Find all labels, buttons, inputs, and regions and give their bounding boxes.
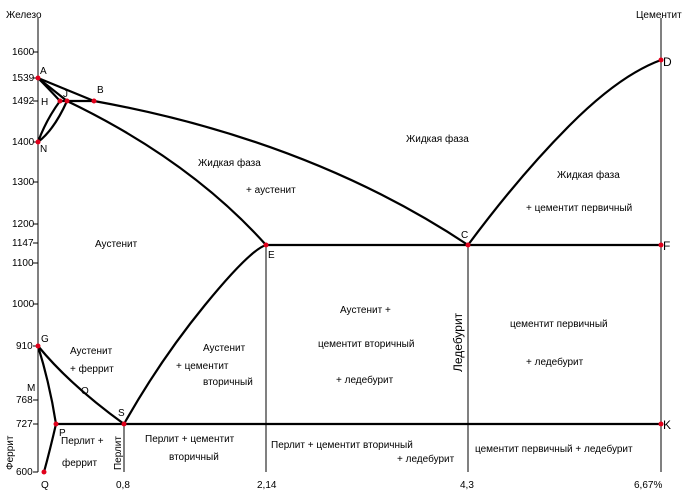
x-tick-label-6-67: 6,67% xyxy=(634,480,662,491)
region-labels: Жидкая фаза Жидкая фаза + аустенит Жидка… xyxy=(5,133,633,470)
point-f-label: F xyxy=(663,239,670,253)
region-pearlite-cem2-ledeburite-2: + ледебурит xyxy=(397,453,455,465)
y-tick-label-1400: 1400 xyxy=(12,137,35,148)
point-j-marker xyxy=(64,98,70,104)
y-tick-label-1000: 1000 xyxy=(12,299,35,310)
region-austenite-cementite2-1: Аустенит xyxy=(203,343,246,354)
line-pq xyxy=(42,423,58,473)
point-a-marker xyxy=(35,75,41,81)
y-tick-label-1200: 1200 xyxy=(12,219,35,230)
line-bc xyxy=(93,99,469,246)
line-ab xyxy=(37,76,95,103)
point-s-label: S xyxy=(118,408,125,419)
x-tick-label-4-3: 4,3 xyxy=(460,480,474,491)
line-gs xyxy=(37,345,125,425)
region-cem1-ledeburite-low: цементит первичный + ледебурит xyxy=(475,443,633,455)
x-tick-label-0-8: 0,8 xyxy=(116,480,130,491)
point-c-label: C xyxy=(461,230,468,241)
point-f-marker xyxy=(658,242,664,248)
point-c-marker xyxy=(465,242,471,248)
point-b-label: B xyxy=(97,85,104,96)
region-pearlite-cem2-1: Перлит + цементит xyxy=(145,434,235,445)
region-pearlite-cem2-2: вторичный xyxy=(169,452,219,463)
point-g-label: G xyxy=(41,334,49,345)
y-tick-label-1300: 1300 xyxy=(12,177,35,188)
region-liquid-left: Жидкая фаза xyxy=(406,133,469,145)
point-h-label: H xyxy=(41,97,48,108)
point-labels: A B H J N C D E F G M O P S K xyxy=(27,55,672,439)
y-tick-label-768: 768 xyxy=(16,395,33,406)
point-p-label: P xyxy=(59,428,66,439)
region-pearlite-cem2-ledeburite-1: Перлит + цементит вторичный xyxy=(271,440,413,451)
point-o-label: O xyxy=(81,386,89,397)
phase-lines xyxy=(36,58,662,473)
line-es xyxy=(123,243,267,425)
region-pearlite-ferrite-1: Перлит + xyxy=(61,436,104,447)
line-cd xyxy=(467,58,662,246)
point-g-marker xyxy=(35,343,41,349)
point-s-marker xyxy=(121,421,127,427)
point-n-label: N xyxy=(40,144,47,155)
point-e-label: E xyxy=(268,250,275,261)
region-liquid-austenite-2: + аустенит xyxy=(246,185,296,196)
region-austenite-cementite2-3: вторичный xyxy=(203,377,253,388)
y-tick-label-1100: 1100 xyxy=(12,258,34,269)
point-p-marker xyxy=(53,421,59,427)
y-tick-label-727: 727 xyxy=(16,419,33,430)
label-ledeburite-vertical: Ледебурит xyxy=(451,312,465,372)
y-tick-label-600: 600 xyxy=(16,467,33,478)
header-right-title: Цементит xyxy=(636,10,682,21)
label-ferrite-vertical: Феррит xyxy=(5,435,16,470)
y-tick-label-1492: 1492 xyxy=(12,96,35,107)
y-ticks: 1600 1539 1492 1400 1300 1200 1147 1100 … xyxy=(12,47,38,478)
region-austenite-cementite2-2: + цементит xyxy=(176,361,229,372)
line-hn xyxy=(36,100,61,143)
region-austenite: Аустенит xyxy=(95,239,138,250)
point-e-marker xyxy=(263,242,269,248)
point-j-label: J xyxy=(63,89,68,100)
y-tick-label-1600: 1600 xyxy=(12,47,35,58)
point-k-label: K xyxy=(663,418,671,432)
x-tick-label-2-14: 2,14 xyxy=(257,480,277,491)
line-gp xyxy=(36,345,58,425)
y-tick-label-1147: 1147 xyxy=(12,238,34,249)
point-n-marker xyxy=(35,139,41,145)
point-h-marker xyxy=(57,98,63,104)
label-pearlite-vertical: Перлит xyxy=(113,436,124,470)
region-pearlite-ferrite-2: феррит xyxy=(62,457,97,469)
region-liquid-cementite-1: Жидкая фаза xyxy=(557,169,620,181)
region-austenite-cem2-ledeburite-3: + ледебурит xyxy=(336,374,394,386)
y-tick-label-1539: 1539 xyxy=(12,73,35,84)
region-liquid-austenite-1: Жидкая фаза xyxy=(198,157,261,169)
x-tick-label-q: Q xyxy=(41,480,49,491)
y-tick-label-910: 910 xyxy=(16,341,33,352)
point-d-label: D xyxy=(663,55,672,69)
point-m-label: M xyxy=(27,383,35,394)
point-a-label: A xyxy=(40,66,47,77)
region-liquid-cementite-2: + цементит первичный xyxy=(526,203,632,214)
point-k-marker xyxy=(658,421,664,427)
header-left-title: Железо xyxy=(6,10,42,21)
point-q-marker xyxy=(41,469,47,475)
point-d-marker xyxy=(658,57,664,63)
region-cem1-ledeburite-1: цементит первичный xyxy=(510,319,608,330)
region-austenite-cem2-ledeburite-1: Аустенит + xyxy=(340,305,391,316)
x-ticks: Q 0,8 2,14 4,3 6,67% xyxy=(41,480,662,491)
line-je xyxy=(66,100,267,246)
region-austenite-ferrite-1: Аустенит xyxy=(70,346,113,357)
point-b-marker xyxy=(91,98,97,104)
region-cem1-ledeburite-2: + ледебурит xyxy=(526,356,584,368)
region-austenite-ferrite-2: + феррит xyxy=(70,363,114,375)
region-austenite-cem2-ledeburite-2: цементит вторичный xyxy=(318,339,414,350)
critical-points xyxy=(35,57,664,475)
line-jn xyxy=(37,100,69,143)
